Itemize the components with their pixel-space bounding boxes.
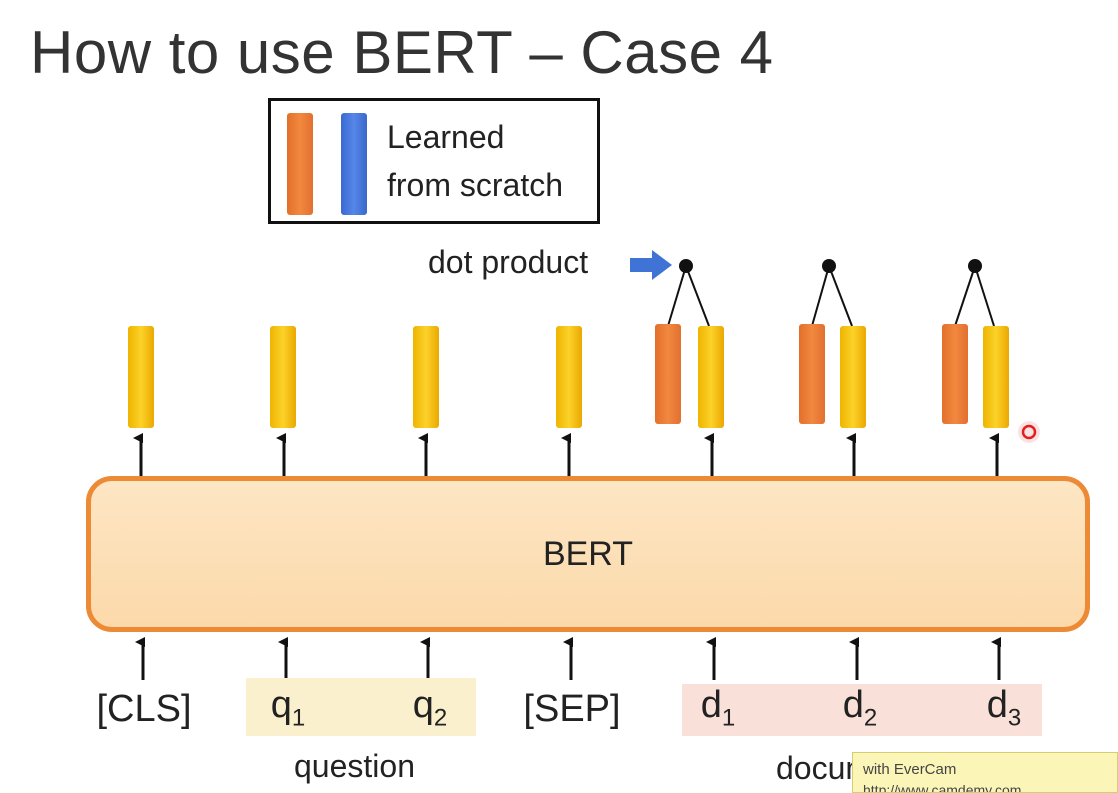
output-vector-q2 [413, 326, 439, 428]
token-q2-base: q [412, 684, 434, 726]
legend-blue-swatch [341, 113, 367, 215]
token-d1-base: d [700, 684, 722, 726]
token-d1: d1 [690, 684, 746, 733]
token-d2-base: d [842, 684, 864, 726]
watermark-line-1: with EverCam [863, 761, 957, 778]
legend-line-2: from scratch [387, 167, 564, 203]
dot-product-label: dot product [428, 244, 589, 280]
token-d3-subscript: 3 [1007, 704, 1022, 732]
output-vector-d1 [698, 326, 724, 428]
output-arrows [133, 433, 999, 476]
start-vector-3 [942, 324, 968, 424]
token-q1: q1 [262, 684, 314, 733]
token-d2: d2 [832, 684, 888, 733]
question-group-label: question [294, 748, 415, 784]
question-band [246, 678, 476, 736]
output-vector-d3 [983, 326, 1009, 428]
dot-product-node-2 [811, 259, 853, 327]
output-vector-sep [556, 326, 582, 428]
token-d3: d3 [976, 684, 1032, 733]
token-q1-subscript: 1 [291, 704, 306, 732]
token-q1-base: q [270, 684, 292, 726]
output-vector-cls [128, 326, 154, 428]
token-cls: [CLS] [96, 688, 192, 730]
token-d1-subscript: 1 [721, 704, 736, 732]
token-d3-base: d [986, 684, 1008, 726]
output-vector-d2 [840, 326, 866, 428]
token-q2: q2 [404, 684, 456, 733]
legend-orange-swatch [287, 113, 313, 215]
dot-product-node-1 [667, 259, 710, 327]
cursor-indicator [1018, 421, 1040, 443]
slide-title: How to use BERT – Case 4 [30, 19, 774, 86]
token-d2-subscript: 2 [863, 704, 878, 732]
input-arrows [135, 637, 1001, 680]
legend: Learned from scratch [268, 98, 600, 224]
token-sep: [SEP] [523, 688, 621, 730]
start-vector-2 [799, 324, 825, 424]
document-band [682, 684, 1042, 736]
bert-label: BERT [542, 535, 634, 573]
token-q2-subscript: 2 [433, 704, 448, 732]
dot-product-pointer-arrow [630, 250, 672, 280]
evercam-watermark: with EverCam http://www.camdemy.com [852, 752, 1118, 793]
watermark-line-2: http://www.camdemy.com [863, 782, 1022, 793]
start-vector-1 [655, 324, 681, 424]
bert-model-block: BERT [86, 476, 1090, 632]
dot-product-node-3 [954, 259, 995, 327]
legend-line-1: Learned [387, 119, 505, 155]
output-vector-q1 [270, 326, 296, 428]
